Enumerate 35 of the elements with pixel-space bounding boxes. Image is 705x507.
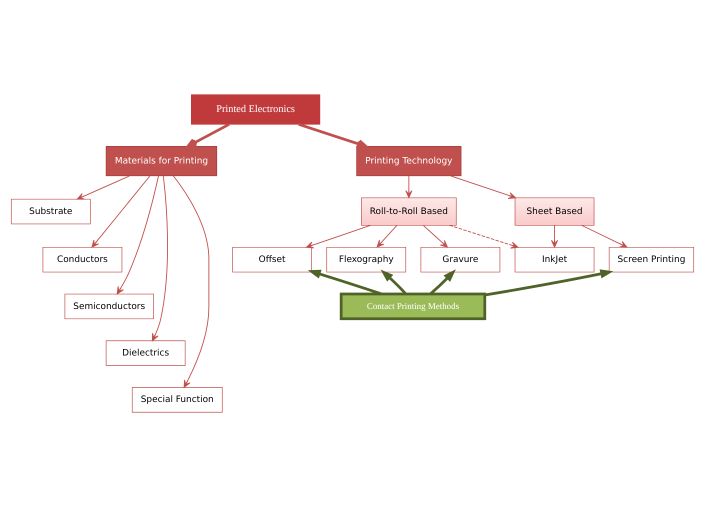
arrow <box>116 175 159 294</box>
arrow <box>298 123 368 149</box>
node-box: Roll-to-Roll Based <box>361 198 457 226</box>
node-box: Gravure <box>420 246 500 272</box>
arrow <box>430 269 456 295</box>
node-box: Screen Printing <box>608 246 694 272</box>
node-box: Conductors <box>42 246 122 272</box>
arrow <box>306 224 372 248</box>
node-box: Contact Printing Methods <box>340 292 486 320</box>
arrow <box>405 176 412 198</box>
node-box: Semiconductors <box>64 294 154 320</box>
arrow <box>76 176 130 200</box>
arrow <box>581 224 628 248</box>
arrow <box>186 123 230 148</box>
node-box: Printing Technology <box>356 146 462 176</box>
node-box: Offset <box>232 246 312 272</box>
arrow <box>449 224 518 249</box>
arrow <box>380 270 407 295</box>
node-box: Special Function <box>132 387 223 413</box>
arrow <box>484 269 614 296</box>
arrow <box>423 225 448 248</box>
arrow <box>152 176 168 342</box>
arrow <box>450 175 516 199</box>
node-box: Materials for Printing <box>106 146 218 176</box>
node-box: InkJet <box>514 246 594 272</box>
arrow <box>376 225 398 248</box>
node-box: Dielectrics <box>106 340 186 366</box>
node-box: Sheet Based <box>514 198 594 226</box>
node-box: Substrate <box>10 198 91 224</box>
node-box: Printed Electronics <box>191 94 320 125</box>
arrow <box>172 175 210 388</box>
arrow <box>308 270 382 296</box>
arrow <box>551 225 558 248</box>
node-box: Flexography <box>326 246 406 272</box>
arrow <box>91 175 150 248</box>
